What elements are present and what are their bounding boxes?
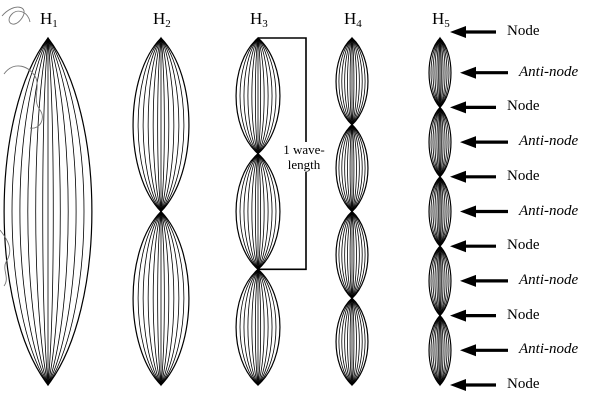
antinode-arrow	[460, 206, 508, 218]
node-arrow	[450, 240, 496, 252]
harmonic-label-subscript: 1	[52, 18, 58, 30]
standing-wave-loop	[236, 269, 280, 385]
node-label: Node	[507, 24, 540, 39]
node-arrow	[450, 171, 496, 183]
standing-wave-loop	[133, 38, 189, 212]
antinode-label: Anti-node	[519, 342, 578, 357]
harmonic-4-label: H4	[344, 10, 362, 30]
node-label: Node	[507, 169, 540, 184]
harmonic-label-base: H	[344, 9, 356, 28]
node-arrow	[450, 26, 496, 38]
standing-wave-loop	[236, 38, 280, 154]
standing-wave-loop	[336, 212, 368, 299]
wavelength-label-line1: 1 wave-	[279, 142, 329, 157]
node-label: Node	[507, 377, 540, 392]
standing-wave-loop	[429, 177, 451, 246]
wavelength-label-line2: length	[279, 157, 329, 172]
standing-wave-loop	[429, 316, 451, 385]
harmonic-5-label: H5	[432, 10, 450, 30]
antinode-label: Anti-node	[519, 134, 578, 149]
antinode-label: Anti-node	[519, 273, 578, 288]
harmonic-label-base: H	[432, 9, 444, 28]
harmonic-label-base: H	[40, 9, 52, 28]
harmonic-2-pattern	[133, 38, 189, 385]
wavelength-label: 1 wave- length	[279, 142, 329, 172]
standing-wave-loop	[429, 246, 451, 315]
node-label: Node	[507, 238, 540, 253]
harmonic-3-label: H3	[250, 10, 268, 30]
harmonic-5-pattern	[429, 38, 451, 385]
node-arrow	[450, 379, 496, 391]
harmonic-label-subscript: 5	[444, 18, 450, 30]
antinode-arrow	[460, 275, 508, 287]
standing-wave-loop	[429, 107, 451, 176]
node-label: Node	[507, 99, 540, 114]
node-arrow	[450, 310, 496, 322]
antinode-label: Anti-node	[519, 204, 578, 219]
harmonic-2-label: H2	[153, 10, 171, 30]
harmonic-label-base: H	[153, 9, 165, 28]
node-label: Node	[507, 308, 540, 323]
harmonic-1-label: H1	[40, 10, 58, 30]
standing-wave-loop	[336, 298, 368, 385]
standing-wave-loop	[336, 125, 368, 212]
harmonic-1-pattern	[4, 38, 92, 385]
standing-wave-loop	[429, 38, 451, 107]
standing-wave-loop	[336, 38, 368, 125]
harmonic-label-subscript: 2	[165, 18, 171, 30]
antinode-arrow	[460, 67, 508, 79]
standing-wave-loop	[4, 38, 92, 385]
harmonic-label-subscript: 4	[356, 18, 362, 30]
standing-wave-loop	[236, 154, 280, 270]
antinode-label: Anti-node	[519, 65, 578, 80]
node-arrow	[450, 101, 496, 113]
antinode-arrow	[460, 344, 508, 356]
harmonic-3-pattern	[236, 38, 280, 385]
harmonic-label-base: H	[250, 9, 262, 28]
antinode-arrow	[460, 136, 508, 148]
harmonic-4-pattern	[336, 38, 368, 385]
harmonic-label-subscript: 3	[262, 18, 268, 30]
standing-wave-loop	[133, 212, 189, 386]
